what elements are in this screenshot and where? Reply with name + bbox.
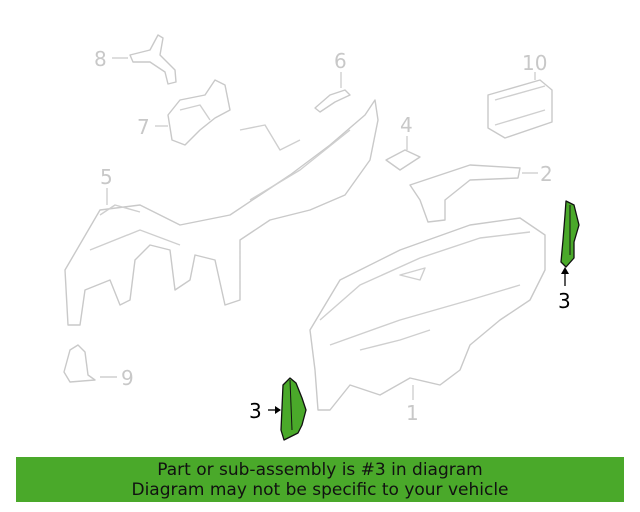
part-3-left-end-cap[interactable] <box>268 377 307 441</box>
part-3-right-end-cap[interactable] <box>560 200 580 286</box>
info-banner: Part or sub-assembly is #3 in diagram Di… <box>16 457 624 502</box>
banner-line-disclaimer: Diagram may not be specific to your vehi… <box>131 480 509 500</box>
part-2-trim[interactable] <box>409 164 538 223</box>
banner-line-part-number: Part or sub-assembly is #3 in diagram <box>157 460 483 480</box>
callout-9: 9 <box>121 366 134 390</box>
part-1-instrument-panel[interactable] <box>309 217 546 411</box>
callout-10: 10 <box>522 51 547 75</box>
part-9-bracket[interactable] <box>63 344 117 383</box>
callout-3-left: 3 <box>249 399 262 423</box>
part-10-airbag[interactable] <box>487 72 553 139</box>
part-4-clip[interactable] <box>385 136 421 171</box>
callout-3-right: 3 <box>558 289 571 313</box>
callout-1: 1 <box>406 401 419 425</box>
callout-7: 7 <box>137 115 150 139</box>
part-6-bracket[interactable] <box>314 72 351 113</box>
part-7-bracket[interactable] <box>155 79 231 146</box>
callout-6: 6 <box>334 49 347 73</box>
callout-8: 8 <box>94 47 107 71</box>
callout-2: 2 <box>540 162 553 186</box>
callout-4: 4 <box>400 113 413 137</box>
part-5-crossmember[interactable] <box>64 99 379 326</box>
part-8-bracket[interactable] <box>112 34 177 85</box>
callout-5: 5 <box>100 165 113 189</box>
